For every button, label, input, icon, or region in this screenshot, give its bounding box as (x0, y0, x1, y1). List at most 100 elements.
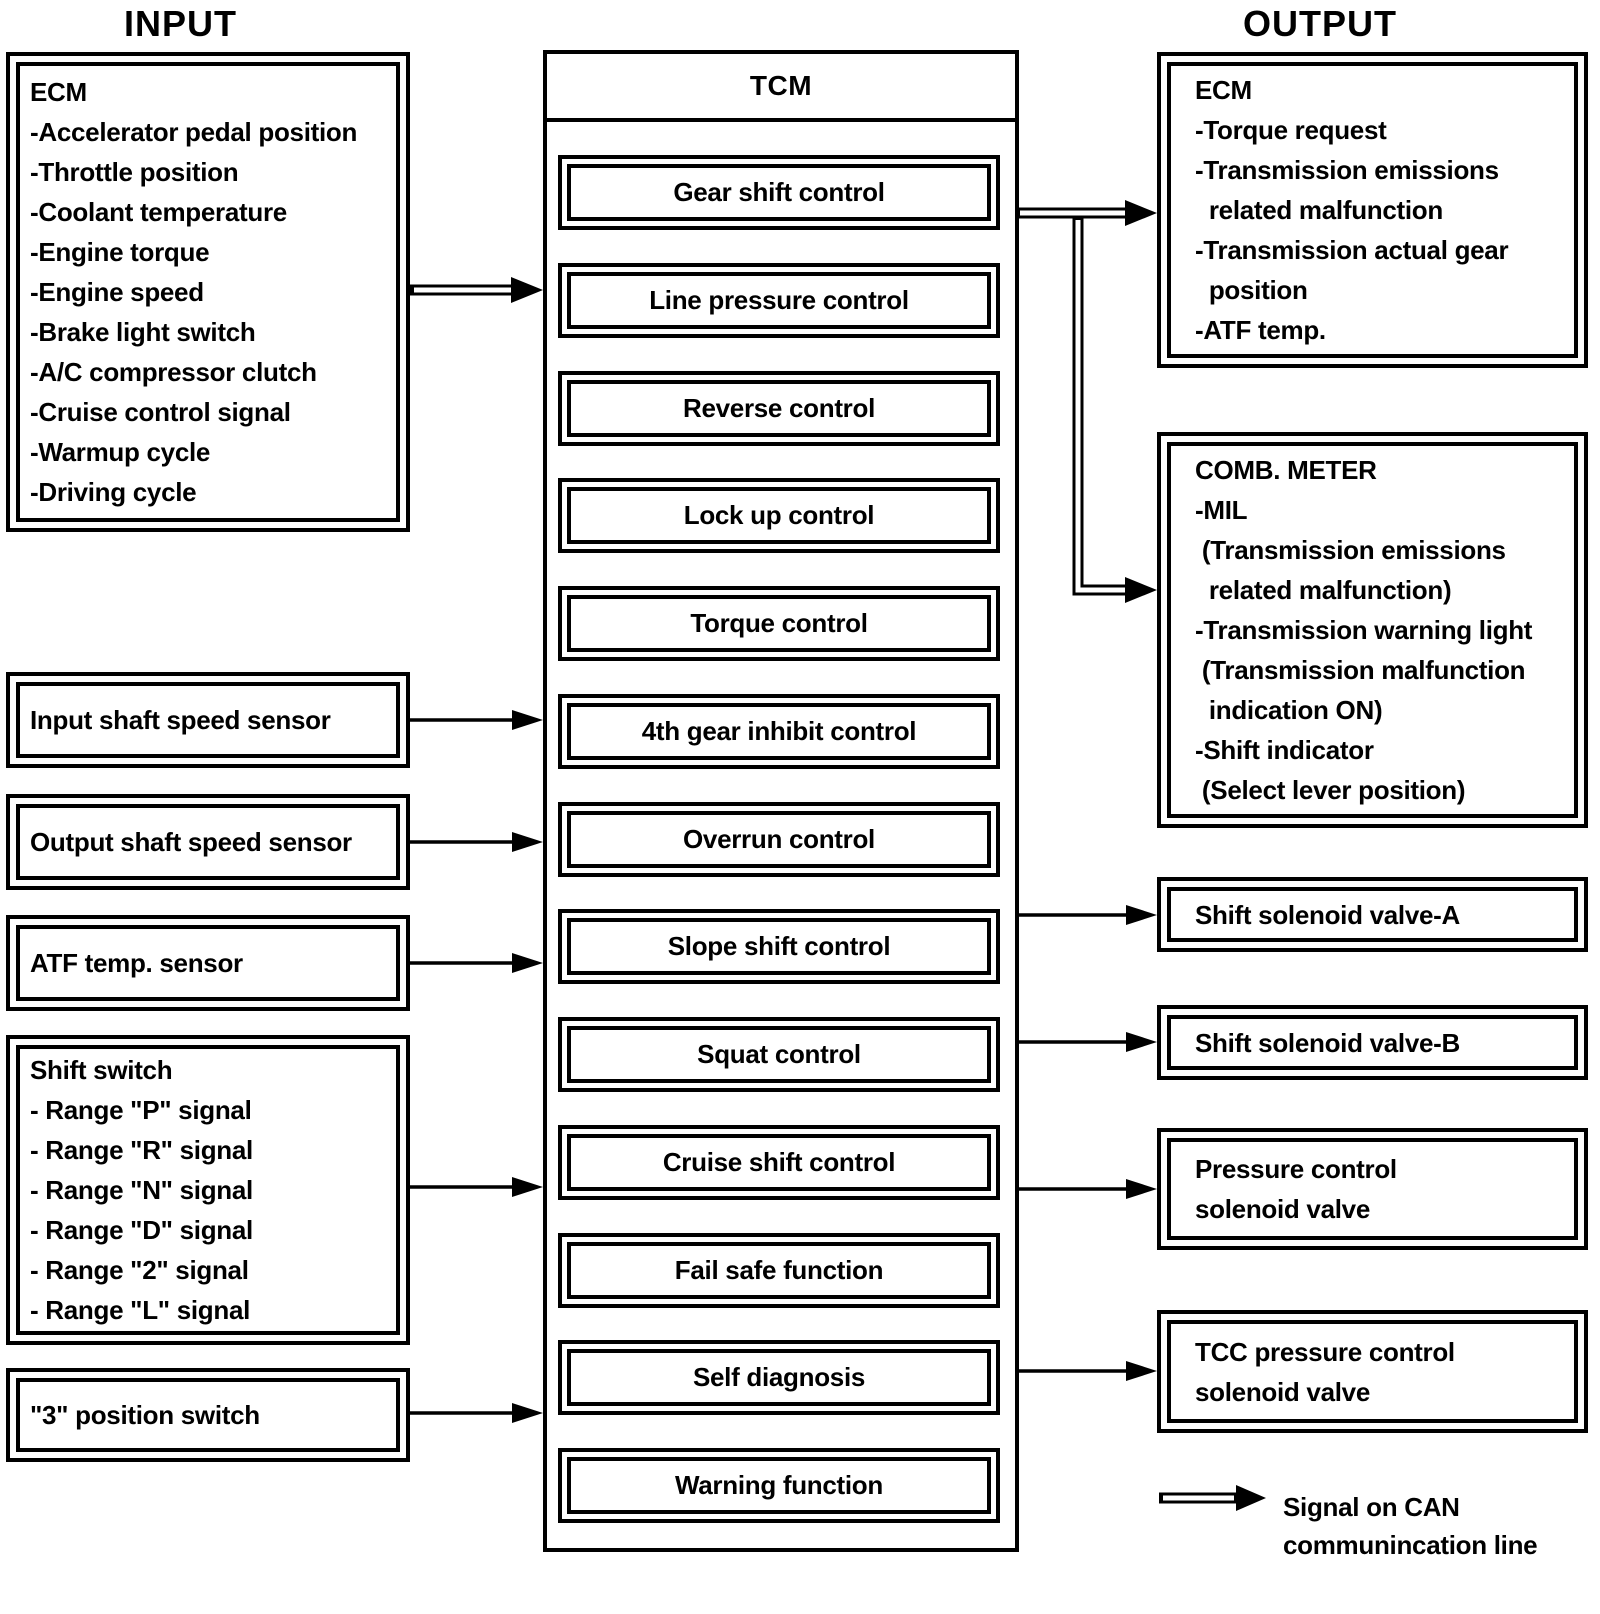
shift-switch-line: - Range "2" signal (30, 1255, 249, 1285)
ecm-input-line: -Warmup cycle (30, 437, 211, 467)
shift-switch-line: - Range "P" signal (30, 1095, 252, 1125)
tcm-function-box: Fail safe function (558, 1232, 1000, 1308)
comb-meter-line: (Transmission malfunction (1195, 655, 1526, 685)
comb-meter-line: indication ON) (1195, 695, 1383, 725)
ecm-input-line: -Brake light switch (30, 317, 256, 347)
shift-solenoid-valve-b-label: Shift solenoid valve-B (1195, 1027, 1461, 1058)
arrow-tcm-to-pressure-solenoid-icon (1019, 1179, 1157, 1199)
shift-switch-line: - Range "D" signal (30, 1215, 253, 1245)
shift-switch-box: Shift switch- Range "P" signal- Range "R… (6, 1035, 410, 1345)
arrow-input-shaft-sensor-to-tcm-icon (410, 710, 543, 730)
comb-meter-list: COMB. METER-MIL (Transmission emissions … (1167, 442, 1578, 818)
atf-temp-sensor-box: ATF temp. sensor (6, 915, 410, 1011)
comb-meter-line: -MIL (1195, 495, 1248, 525)
three-position-switch-box: "3" position switch (6, 1368, 410, 1462)
pressure-control-solenoid-valve-box: Pressure control solenoid valve (1157, 1128, 1588, 1250)
tcm-function-box: Self diagnosis (558, 1340, 1000, 1416)
tcm-function-box: Lock up control (558, 478, 1000, 554)
ecm-output-line: -Transmission emissions (1195, 155, 1499, 185)
tcm-function-box: Line pressure control (558, 262, 1000, 338)
tcm-title: TCM (547, 54, 1015, 122)
ecm-output-line: -Transmission actual gear (1195, 235, 1509, 265)
tcm-function-list: Gear shift control Line pressure control… (558, 155, 1000, 1523)
tcm-function-label: Fail safe function (567, 1241, 991, 1299)
tcm-function-box: Torque control (558, 586, 1000, 661)
tcm-function-label: Lock up control (567, 487, 991, 545)
output-shaft-speed-sensor-label: Output shaft speed sensor (30, 827, 352, 857)
ecm-output-line: -ATF temp. (1195, 315, 1326, 345)
shift-solenoid-valve-a-content: Shift solenoid valve-A (1167, 887, 1578, 942)
pressure-control-solenoid-valve-line: Pressure control (1195, 1154, 1397, 1184)
arrow-shift-switch-to-tcm-icon (410, 1177, 543, 1197)
tcm-function-label: Reverse control (567, 379, 991, 437)
arrow-three-position-switch-to-tcm-icon (410, 1403, 543, 1423)
comb-meter-line: (Transmission emissions (1195, 535, 1506, 565)
ecm-input-line: -Driving cycle (30, 477, 197, 507)
shift-solenoid-valve-a-label: Shift solenoid valve-A (1195, 899, 1461, 930)
tcc-pressure-control-solenoid-valve-line: solenoid valve (1195, 1376, 1370, 1407)
arrow-tcm-to-tcc-solenoid-icon (1019, 1361, 1157, 1381)
ecm-output-line: related malfunction (1195, 195, 1443, 225)
tcm-function-label: Gear shift control (567, 164, 991, 221)
tcm-function-box: Warning function (558, 1448, 1000, 1523)
input-column-title: INPUT (124, 3, 237, 44)
comb-meter-line: COMB. METER (1195, 455, 1377, 485)
arrow-tcm-to-shift-solenoid-a-icon (1019, 905, 1157, 925)
comb-meter-line: -Shift indicator (1195, 735, 1374, 765)
pressure-control-solenoid-valve-lines: Pressure control solenoid valve (1167, 1138, 1578, 1240)
ecm-input-list: ECM -Accelerator pedal position -Throttle … (16, 62, 400, 522)
tcc-pressure-control-solenoid-valve-lines: TCC pressure control solenoid valve (1167, 1320, 1578, 1423)
tcm-function-label: Cruise shift control (567, 1133, 991, 1191)
tcm-function-label: Overrun control (567, 810, 991, 868)
input-shaft-speed-sensor-box: Input shaft speed sensor (6, 672, 410, 768)
comb-meter-line: related malfunction) (1195, 575, 1452, 605)
tcm-function-box: Gear shift control (558, 155, 1000, 230)
tcm-function-label: Slope shift control (567, 918, 991, 976)
shift-solenoid-valve-b-box: Shift solenoid valve-B (1157, 1005, 1588, 1080)
arrow-tcm-to-shift-solenoid-b-icon (1019, 1032, 1157, 1052)
tcm-function-label: Line pressure control (567, 271, 991, 329)
arrow-atf-temp-sensor-to-tcm-icon (410, 953, 543, 973)
tcm-function-box: Cruise shift control (558, 1124, 1000, 1200)
ecm-input-line: ECM (30, 77, 87, 107)
tcm-function-box: Slope shift control (558, 909, 1000, 985)
comb-meter-line: -Transmission warning light (1195, 615, 1533, 645)
ecm-output-line: ECM (1195, 75, 1252, 105)
tcm-function-box: Squat control (558, 1017, 1000, 1092)
atf-temp-sensor-label: ATF temp. sensor (30, 948, 243, 978)
tcm-function-box: 4th gear inhibit control (558, 693, 1000, 769)
shift-switch-line: Shift switch (30, 1055, 173, 1085)
tcc-pressure-control-solenoid-valve-box: TCC pressure control solenoid valve (1157, 1310, 1588, 1433)
shift-switch-line: - Range "N" signal (30, 1175, 253, 1205)
ecm-input-line: -Accelerator pedal position (30, 117, 358, 147)
can-arrow-ecm-to-tcm-icon (410, 277, 543, 303)
comb-meter-line: (Select lever position) (1195, 775, 1466, 805)
ecm-output-line: position (1195, 275, 1308, 305)
ecm-input-line: -Coolant temperature (30, 197, 287, 227)
pressure-control-solenoid-valve-line: solenoid valve (1195, 1194, 1370, 1224)
arrow-output-shaft-sensor-to-tcm-icon (410, 832, 543, 852)
tcm-function-box: Overrun control (558, 801, 1000, 877)
tcm-function-label: Squat control (567, 1026, 991, 1083)
shift-solenoid-valve-b-content: Shift solenoid valve-B (1167, 1015, 1578, 1070)
legend-label-line: communincation line (1283, 1530, 1538, 1560)
shift-solenoid-valve-a-box: Shift solenoid valve-A (1157, 877, 1588, 952)
tcm-function-box: Reverse control (558, 370, 1000, 446)
tcm-function-label: 4th gear inhibit control (567, 702, 991, 760)
ecm-input-line: -Engine speed (30, 277, 204, 307)
tcc-pressure-control-solenoid-valve-line: TCC pressure control (1195, 1336, 1455, 1367)
ecm-output-list: ECM -Torque request -Transmission emission… (1167, 62, 1578, 358)
tcm-function-label: Warning function (567, 1457, 991, 1514)
ecm-output-box: ECM -Torque request -Transmission emission… (1157, 52, 1588, 368)
output-shaft-speed-sensor-box: Output shaft speed sensor (6, 794, 410, 890)
shift-switch-list: Shift switch- Range "P" signal- Range "R… (16, 1045, 400, 1335)
ecm-input-line: -Cruise control signal (30, 397, 291, 427)
can-arrow-tcm-to-ecm-and-comb-meter-icon (1019, 200, 1157, 603)
ecm-output-line: -Torque request (1195, 115, 1387, 145)
legend-can-arrow-icon (1159, 1485, 1266, 1511)
atf-temp-sensor-content: ATF temp. sensor (16, 925, 400, 1001)
ecm-input-line: -Engine torque (30, 237, 210, 267)
ecm-input-line: -Throttle position (30, 157, 239, 187)
output-shaft-speed-sensor-content: Output shaft speed sensor (16, 804, 400, 880)
